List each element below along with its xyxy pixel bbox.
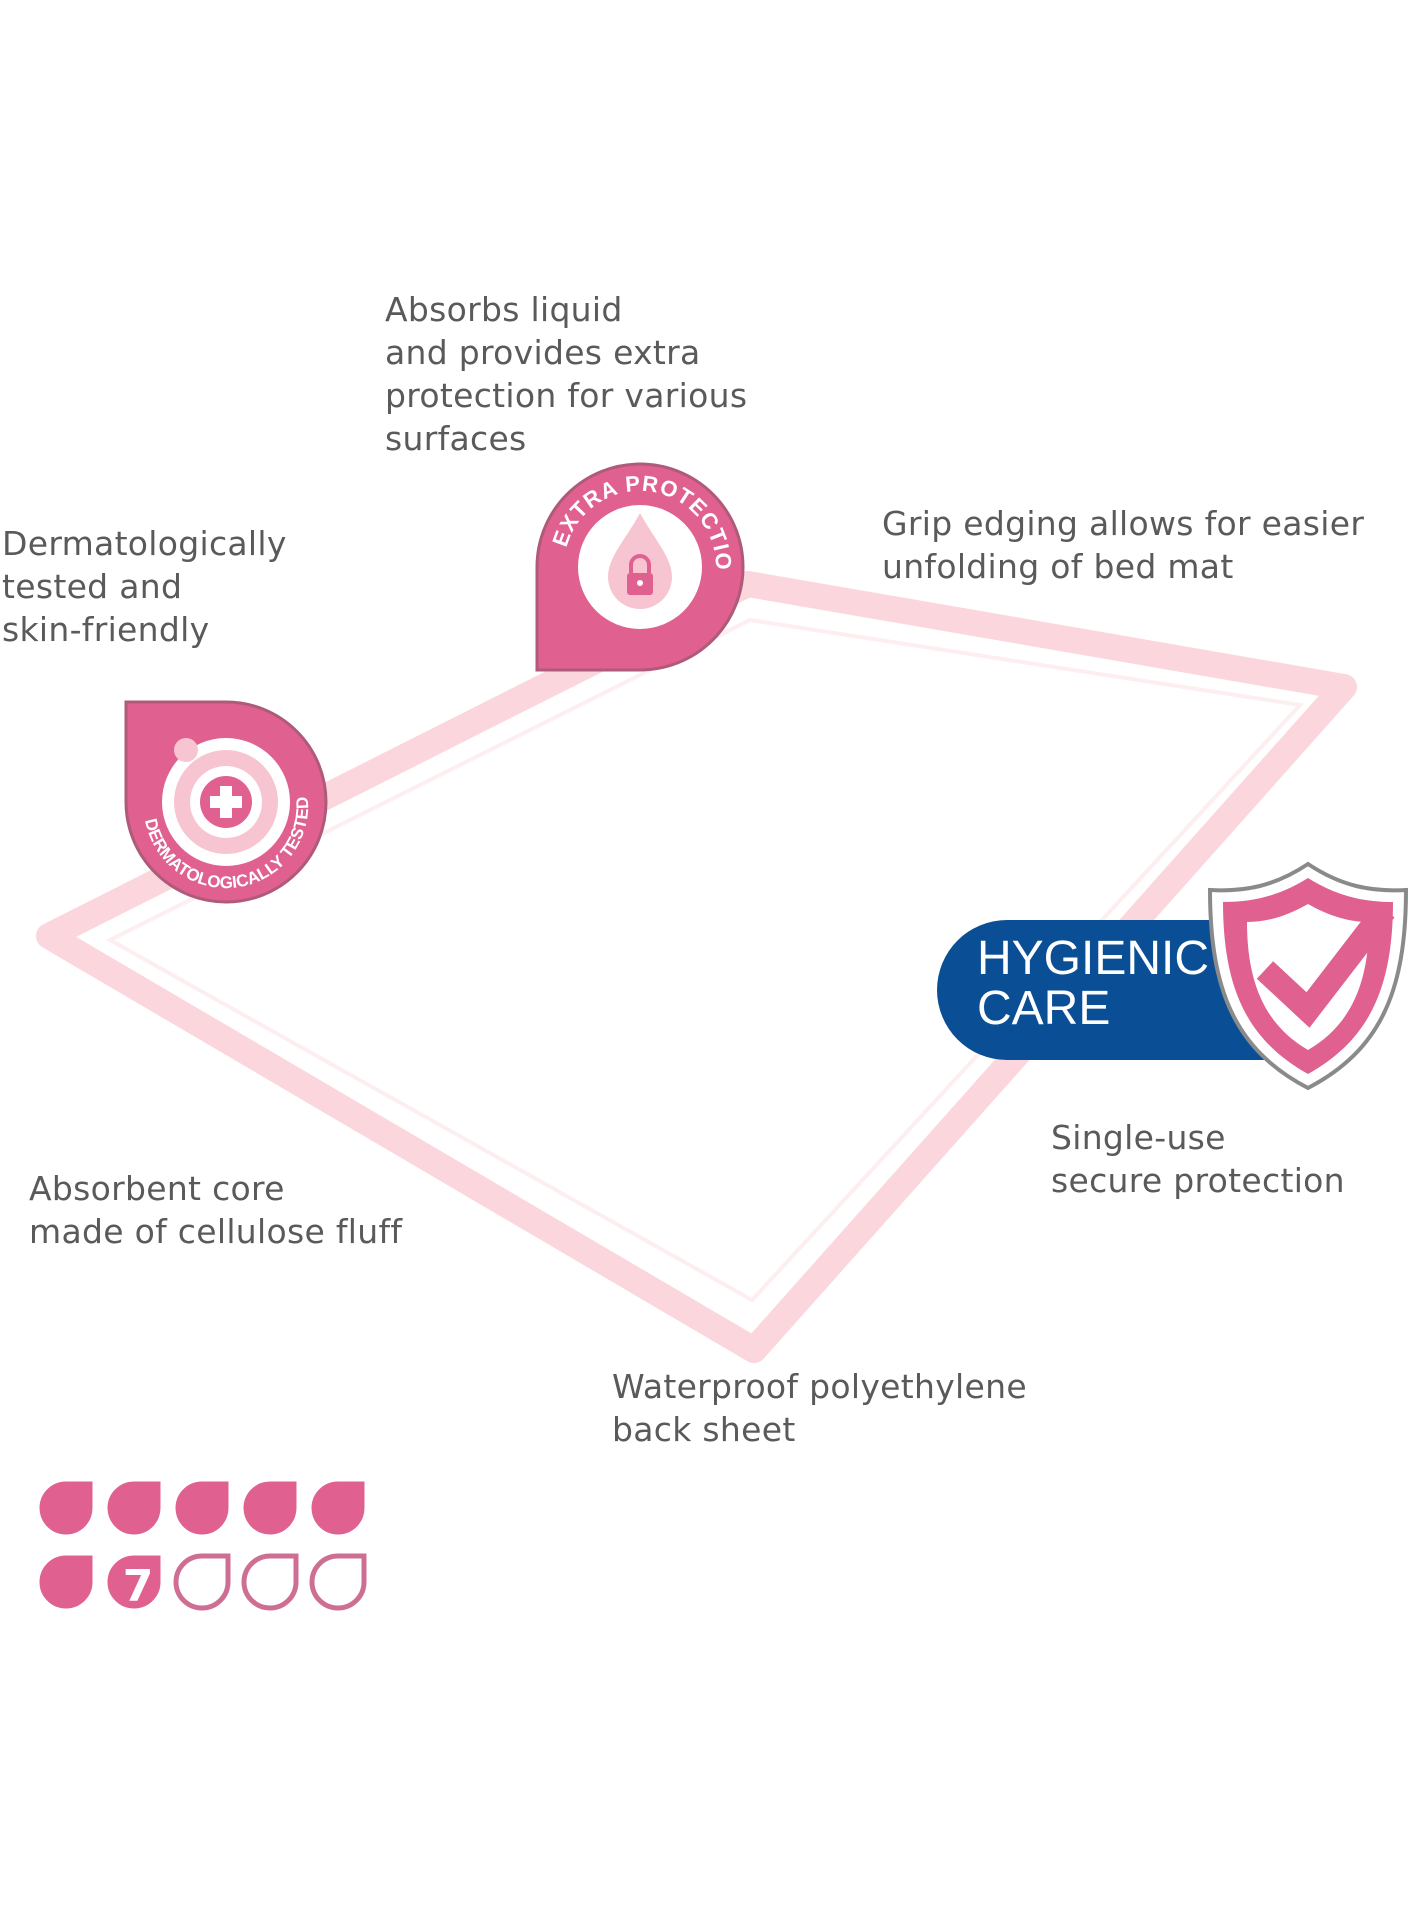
shield-check-icon	[1207, 861, 1409, 1091]
feature-waterproof: Waterproof polyethylene back sheet	[612, 1367, 1027, 1449]
drop-empty-icon	[241, 1553, 299, 1611]
drop-empty-icon	[173, 1553, 231, 1611]
feature-absorbs: Absorbs liquid and provides extra protec…	[385, 290, 748, 458]
hygienic-line2: CARE	[977, 982, 1111, 1035]
feature-grip: Grip edging allows for easier unfolding …	[882, 504, 1365, 586]
drop-filled-icon	[107, 1555, 161, 1609]
drop-filled-icon	[107, 1481, 161, 1535]
drop-filled-icon	[39, 1481, 93, 1535]
hygienic-line1: HYGIENIC	[977, 932, 1210, 985]
feature-derm: Dermatologically tested and skin-friendl…	[2, 524, 287, 649]
drop-filled-icon	[311, 1481, 365, 1535]
drop-filled-icon	[39, 1555, 93, 1609]
extra-protection-badge: EXTRA PROTECTION	[534, 461, 745, 672]
feature-core: Absorbent core made of cellulose fluff	[29, 1169, 403, 1251]
feature-single-use: Single-use secure protection	[1051, 1118, 1345, 1200]
drop-empty-icon	[309, 1553, 367, 1611]
drop-filled-icon	[243, 1481, 297, 1535]
derm-tested-badge: DERMATOLOGICALLY TESTED	[124, 700, 328, 904]
hygienic-care-badge: HYGIENIC CARE	[937, 920, 1267, 1060]
absorbency-scale: 7	[39, 1481, 367, 1612]
drop-filled-icon	[175, 1481, 229, 1535]
absorbency-level-label: 7	[123, 1561, 154, 1612]
